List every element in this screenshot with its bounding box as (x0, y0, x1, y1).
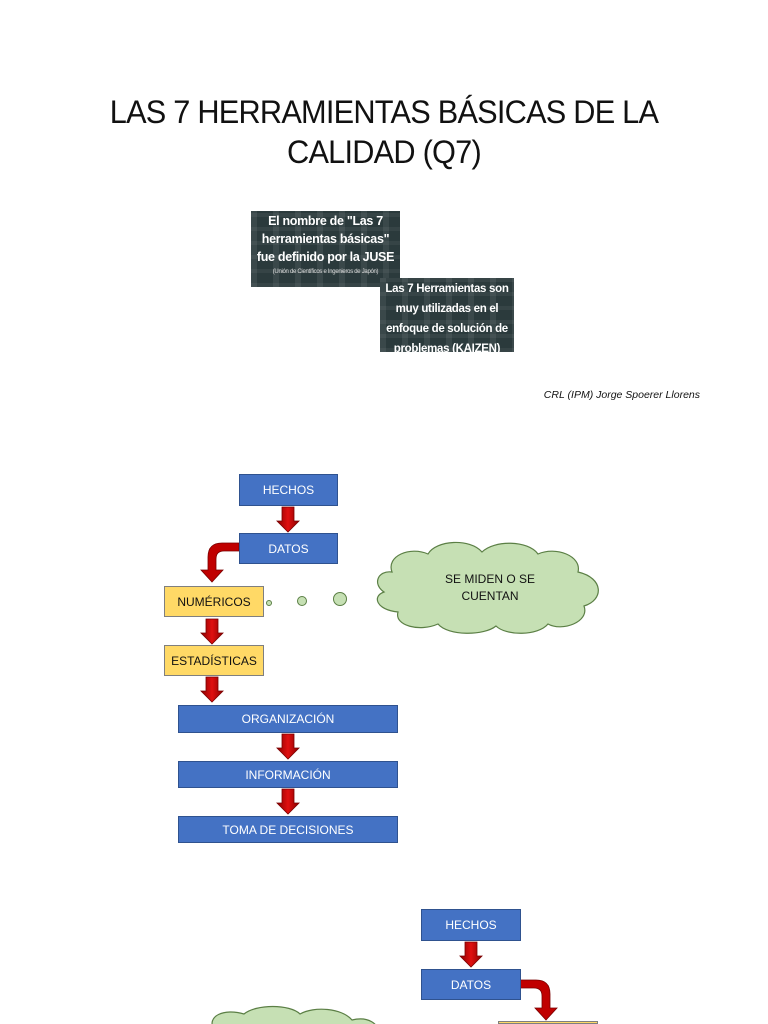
panel2-line-3: enfoque de solución de (386, 323, 508, 335)
box-hechos: HECHOS (239, 474, 338, 506)
panel2-line-4: problemas (KAIZEN) (393, 343, 501, 352)
title-line-2: CALIDAD (Q7) (287, 134, 482, 170)
panel2-line-2: muy utilizadas en el (395, 303, 499, 315)
arrow-hechos-datos (276, 506, 300, 533)
arrow-organizacion-informacion (276, 733, 300, 760)
author-credit: CRL (IPM) Jorge Spoerer Llorens (543, 389, 700, 401)
thought-bubble-small (266, 600, 272, 606)
arrow-numericos-estadisticas (200, 618, 224, 645)
curved-arrow2-datos-right (519, 979, 558, 1021)
cloud-line-2: CUENTAN (461, 589, 519, 603)
slide-title: LAS 7 HERRAMIENTAS BÁSICAS DE LA CALIDAD… (73, 92, 695, 172)
cloud-label: SE MIDEN O SE CUENTAN (410, 571, 570, 605)
arrow-estadisticas-organizacion (200, 676, 224, 703)
cloud2-shape (211, 1005, 376, 1024)
box-toma-de-decisiones: TOMA DE DECISIONES (178, 816, 398, 843)
title-line-1: LAS 7 HERRAMIENTAS BÁSICAS DE LA (109, 94, 659, 130)
cloud-line-1: SE MIDEN O SE (444, 572, 536, 586)
juse-info-panel: El nombre de "Las 7 herramientas básicas… (251, 211, 400, 287)
panel1-line-2: herramientas básicas" (261, 232, 390, 246)
panel2-line-1: Las 7 Herramientas son (385, 283, 509, 295)
box2-datos: DATOS (421, 969, 521, 1000)
box-datos: DATOS (239, 533, 338, 564)
cloud-shape (376, 541, 599, 634)
box-numericos: NUMÉRICOS (164, 586, 264, 617)
panel1-line-1: El nombre de "Las 7 (268, 214, 383, 228)
thought-bubble-large (333, 592, 347, 606)
box-organizacion: ORGANIZACIÓN (178, 705, 398, 733)
box-estadisticas: ESTADÍSTICAS (164, 645, 264, 676)
panel1-note: (Unión de Científicos e Ingenieros de Ja… (272, 269, 379, 275)
arrow2-hechos-datos (459, 941, 483, 968)
panel1-line-3: fue definido por la JUSE (256, 250, 395, 264)
arrow-informacion-toma (276, 788, 300, 815)
kaizen-info-panel: Las 7 Herramientas son muy utilizadas en… (380, 278, 514, 352)
curved-arrow-datos-numericos (200, 542, 240, 583)
box-informacion: INFORMACIÓN (178, 761, 398, 788)
box2-hechos: HECHOS (421, 909, 521, 941)
thought-bubble-medium (297, 596, 307, 606)
